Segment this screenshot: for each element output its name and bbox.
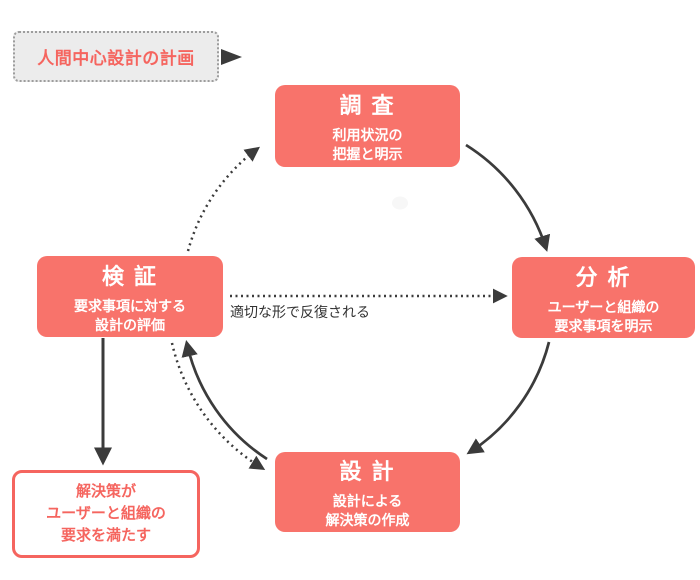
background-smudge [392,196,408,210]
node-verification-title: 検 証 [101,263,159,289]
outcome-line: 解決策が [75,483,136,501]
node-analysis-description: ユーザーと組織の 要求事項を明示 [547,298,660,334]
node-survey: 調 査 利用状況の 把握と明示 [275,85,460,167]
node-design: 設 計 設計による 解決策の作成 [275,452,460,532]
plan-box: 人間中心設計の計画 [13,31,219,82]
iteration-note: 適切な形で反復される [230,304,370,320]
arrow-verification-to-survey-dotted [186,146,260,252]
plan-arrow-icon [221,49,242,65]
node-design-title: 設 計 [339,459,396,485]
node-design-description: 設計による 解決策の作成 [325,493,410,528]
outcome-box: 解決策が ユーザーと組織の 要求を満たす [12,470,200,558]
node-verification: 検 証 要求事項に対する 設計の評価 [37,256,223,337]
node-analysis: 分 析 ユーザーと組織の 要求事項を明示 [512,257,695,338]
arrow-analysis-to-design [466,341,551,455]
arrow-design-to-verification [181,339,268,461]
outcome-line: 要求を満たす [60,526,151,544]
node-survey-title: 調 査 [339,93,396,119]
node-analysis-title: 分 析 [575,264,632,290]
arrow-survey-to-analysis [465,143,551,252]
arrow-verification-to-design-dotted [170,342,266,470]
outcome-line: ユーザーと組織の [46,505,166,523]
node-verification-description: 要求事項に対する 設計の評価 [74,297,186,333]
plan-label: 人間中心設計の計画 [37,49,195,68]
node-survey-description: 利用状況の 把握と明示 [332,127,403,162]
